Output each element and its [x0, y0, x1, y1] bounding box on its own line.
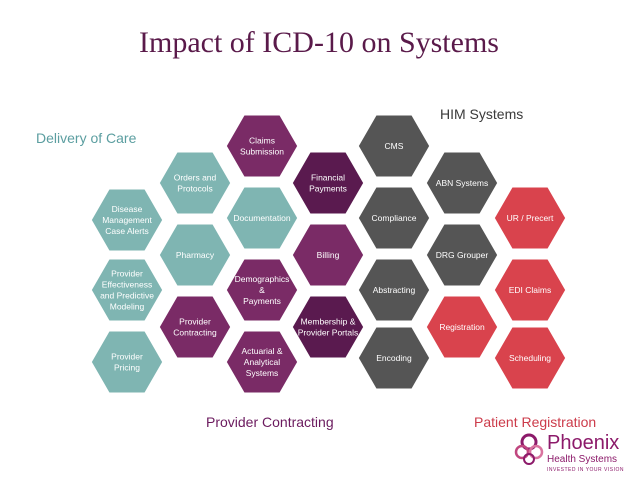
hex-label: Provider Portals: [298, 328, 358, 338]
hex-label: Compliance: [372, 213, 417, 223]
logo-name: Phoenix: [547, 432, 620, 454]
hex-label: Contracting: [173, 328, 217, 338]
hex-shape: [291, 151, 365, 215]
hex-shape: [291, 295, 365, 359]
hex-shape: [425, 295, 499, 359]
hex-pharmacy: Pharmacy: [158, 223, 232, 287]
hex-label: Encoding: [376, 353, 412, 363]
phoenix-logo: Phoenix Health Systems INVESTED IN YOUR …: [514, 430, 634, 476]
hex-abn-systems: ABN Systems: [425, 151, 499, 215]
hex-ur-precert: UR / Precert: [493, 186, 567, 250]
hex-label: Pricing: [114, 363, 140, 373]
him-systems-caption: HIM Systems: [440, 106, 524, 122]
hex-label: Payments: [309, 184, 347, 194]
hex-label: Claims: [249, 136, 275, 146]
hex-edi-claims: EDI Claims: [493, 258, 567, 322]
page-title: Impact of ICD-10 on Systems: [139, 26, 499, 59]
hex-label: Abstracting: [373, 285, 416, 295]
hex-membership-portals: Membership &Provider Portals: [291, 295, 365, 359]
hex-scheduling: Scheduling: [493, 326, 567, 390]
hex-label: CMS: [385, 141, 404, 151]
hex-shape: [225, 186, 299, 250]
hex-label: Pharmacy: [176, 250, 215, 260]
hex-shape: [225, 330, 299, 394]
hex-registration: Registration: [425, 295, 499, 359]
hex-label: Analytical: [244, 357, 280, 367]
hex-label: Effectiveness: [102, 280, 152, 290]
hex-label: Registration: [439, 322, 485, 332]
logo-tagline: INVESTED IN YOUR VISION: [547, 467, 624, 473]
provider-contracting-caption: Provider Contracting: [206, 414, 334, 430]
hex-label: Management: [102, 215, 152, 225]
hex-label: Case Alerts: [105, 226, 148, 236]
hex-label: Membership &: [301, 317, 356, 327]
hex-shape: [90, 258, 164, 322]
hex-shape: [493, 326, 567, 390]
hex-label: ABN Systems: [436, 178, 488, 188]
hex-shape: [425, 151, 499, 215]
hex-label: Financial: [311, 173, 345, 183]
hex-shape: [493, 186, 567, 250]
hex-shape: [357, 114, 431, 178]
hex-shape: [225, 258, 299, 322]
hex-label: UR / Precert: [507, 213, 554, 223]
hex-drg-grouper: DRG Grouper: [425, 223, 499, 287]
hex-label: Actuarial &: [241, 346, 282, 356]
hex-label: &: [259, 285, 265, 295]
hex-label: and Predictive: [100, 291, 154, 301]
hex-shape: [90, 188, 164, 252]
hex-label: DRG Grouper: [436, 250, 489, 260]
hex-shape: [90, 330, 164, 394]
hex-label: EDI Claims: [509, 285, 552, 295]
hex-encoding: Encoding: [357, 326, 431, 390]
hex-label: Payments: [243, 296, 281, 306]
hex-label: Provider: [111, 352, 143, 362]
hex-demographics-payments: Demographics&Payments: [225, 258, 299, 322]
hex-cms: CMS: [357, 114, 431, 178]
logo-subtitle: Health Systems: [547, 454, 618, 465]
phoenix-logo-mark-icon: [514, 433, 544, 465]
hex-shape: [291, 223, 365, 287]
delivery-of-care-caption: Delivery of Care: [36, 130, 137, 146]
hex-shape: [357, 326, 431, 390]
hex-shape: [158, 295, 232, 359]
hex-label: Systems: [246, 368, 279, 378]
hex-label: Provider: [111, 269, 143, 279]
hex-label: Disease: [112, 204, 143, 214]
hex-label: Protocols: [177, 184, 212, 194]
hex-shape: [493, 258, 567, 322]
hex-label: Demographics: [235, 274, 290, 284]
hex-label: Scheduling: [509, 353, 551, 363]
hex-label: Billing: [317, 250, 340, 260]
hex-label: Orders and: [174, 173, 217, 183]
hex-shape: [357, 258, 431, 322]
hex-label: Submission: [240, 147, 284, 157]
hex-billing: Billing: [291, 223, 365, 287]
hex-compliance: Compliance: [357, 186, 431, 250]
hex-shape: [158, 151, 232, 215]
patient-registration-caption: Patient Registration: [474, 414, 597, 430]
hex-label: Modeling: [110, 302, 145, 312]
hex-shape: [225, 114, 299, 178]
hex-abstracting: Abstracting: [357, 258, 431, 322]
hex-label: Provider: [179, 317, 211, 327]
hex-label: Documentation: [233, 213, 290, 223]
hex-documentation: Documentation: [225, 186, 299, 250]
hex-shape: [158, 223, 232, 287]
hex-shape: [357, 186, 431, 250]
hex-shape: [425, 223, 499, 287]
